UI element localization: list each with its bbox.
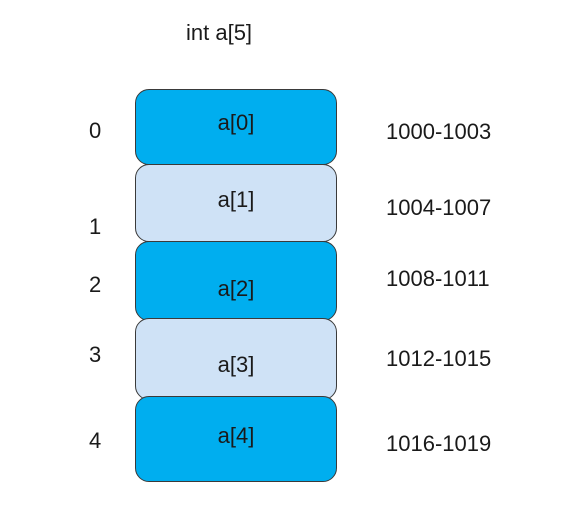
diagram-title: int a[5] <box>186 20 253 45</box>
array-cell-label: a[4] <box>217 423 255 448</box>
array-cell-0: a[0] <box>135 89 337 165</box>
array-cell-label: a[3] <box>217 352 255 377</box>
address-label-0: 1000-1003 <box>386 119 492 144</box>
array-cell-label: a[0] <box>217 110 255 135</box>
address-label-1: 1004-1007 <box>386 195 492 220</box>
array-cell-1: a[1] <box>135 164 337 242</box>
index-label-1: 1 <box>89 214 102 239</box>
array-cell-2: a[2] <box>135 241 337 321</box>
array-cell-3: a[3] <box>135 318 337 400</box>
array-cell-label: a[1] <box>217 187 255 212</box>
address-label-2: 1008-1011 <box>386 266 490 291</box>
array-cell-label: a[2] <box>217 276 255 301</box>
address-label-4: 1016-1019 <box>386 431 492 456</box>
index-label-3: 3 <box>89 342 102 367</box>
index-label-4: 4 <box>89 428 102 453</box>
array-cell-4: a[4] <box>135 396 337 482</box>
index-label-0: 0 <box>89 118 102 143</box>
address-label-3: 1012-1015 <box>386 346 492 371</box>
index-label-2: 2 <box>89 272 102 297</box>
